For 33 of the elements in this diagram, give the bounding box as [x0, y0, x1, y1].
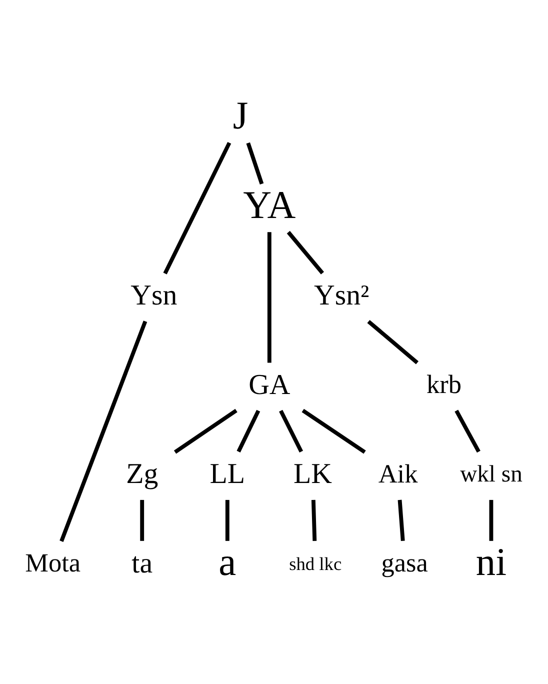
connector [489, 500, 494, 541]
connector [140, 500, 144, 541]
connector [286, 230, 324, 274]
connector [174, 408, 238, 454]
node-text: gasa [381, 548, 428, 578]
node-text: Ysn² [314, 280, 370, 312]
node-text: LK [293, 458, 332, 490]
node-text: Mota [25, 548, 81, 578]
node-text: shd lkc [289, 554, 342, 574]
connector [225, 500, 230, 541]
node-text: wkl sn [460, 462, 522, 488]
node-text: ni [476, 540, 507, 584]
node-text: LL [210, 458, 246, 490]
connector [454, 410, 480, 453]
connector [302, 408, 366, 454]
node-text: Aik [378, 459, 418, 488]
connector [60, 320, 148, 542]
connector [311, 500, 317, 541]
node-text: GA [248, 368, 290, 401]
node-text: J [232, 94, 248, 138]
connector [163, 142, 232, 274]
connector [236, 410, 260, 453]
node-text: ta [132, 547, 153, 580]
connector [267, 232, 272, 363]
connector [246, 142, 264, 185]
node-text: Ysn [130, 280, 178, 312]
connector [367, 320, 419, 364]
connector [279, 410, 304, 453]
node-text: Zg [126, 458, 158, 490]
node-text: a [218, 540, 236, 584]
node-text: YA [243, 182, 296, 227]
connector [398, 500, 405, 542]
node-text: krb [426, 370, 462, 400]
